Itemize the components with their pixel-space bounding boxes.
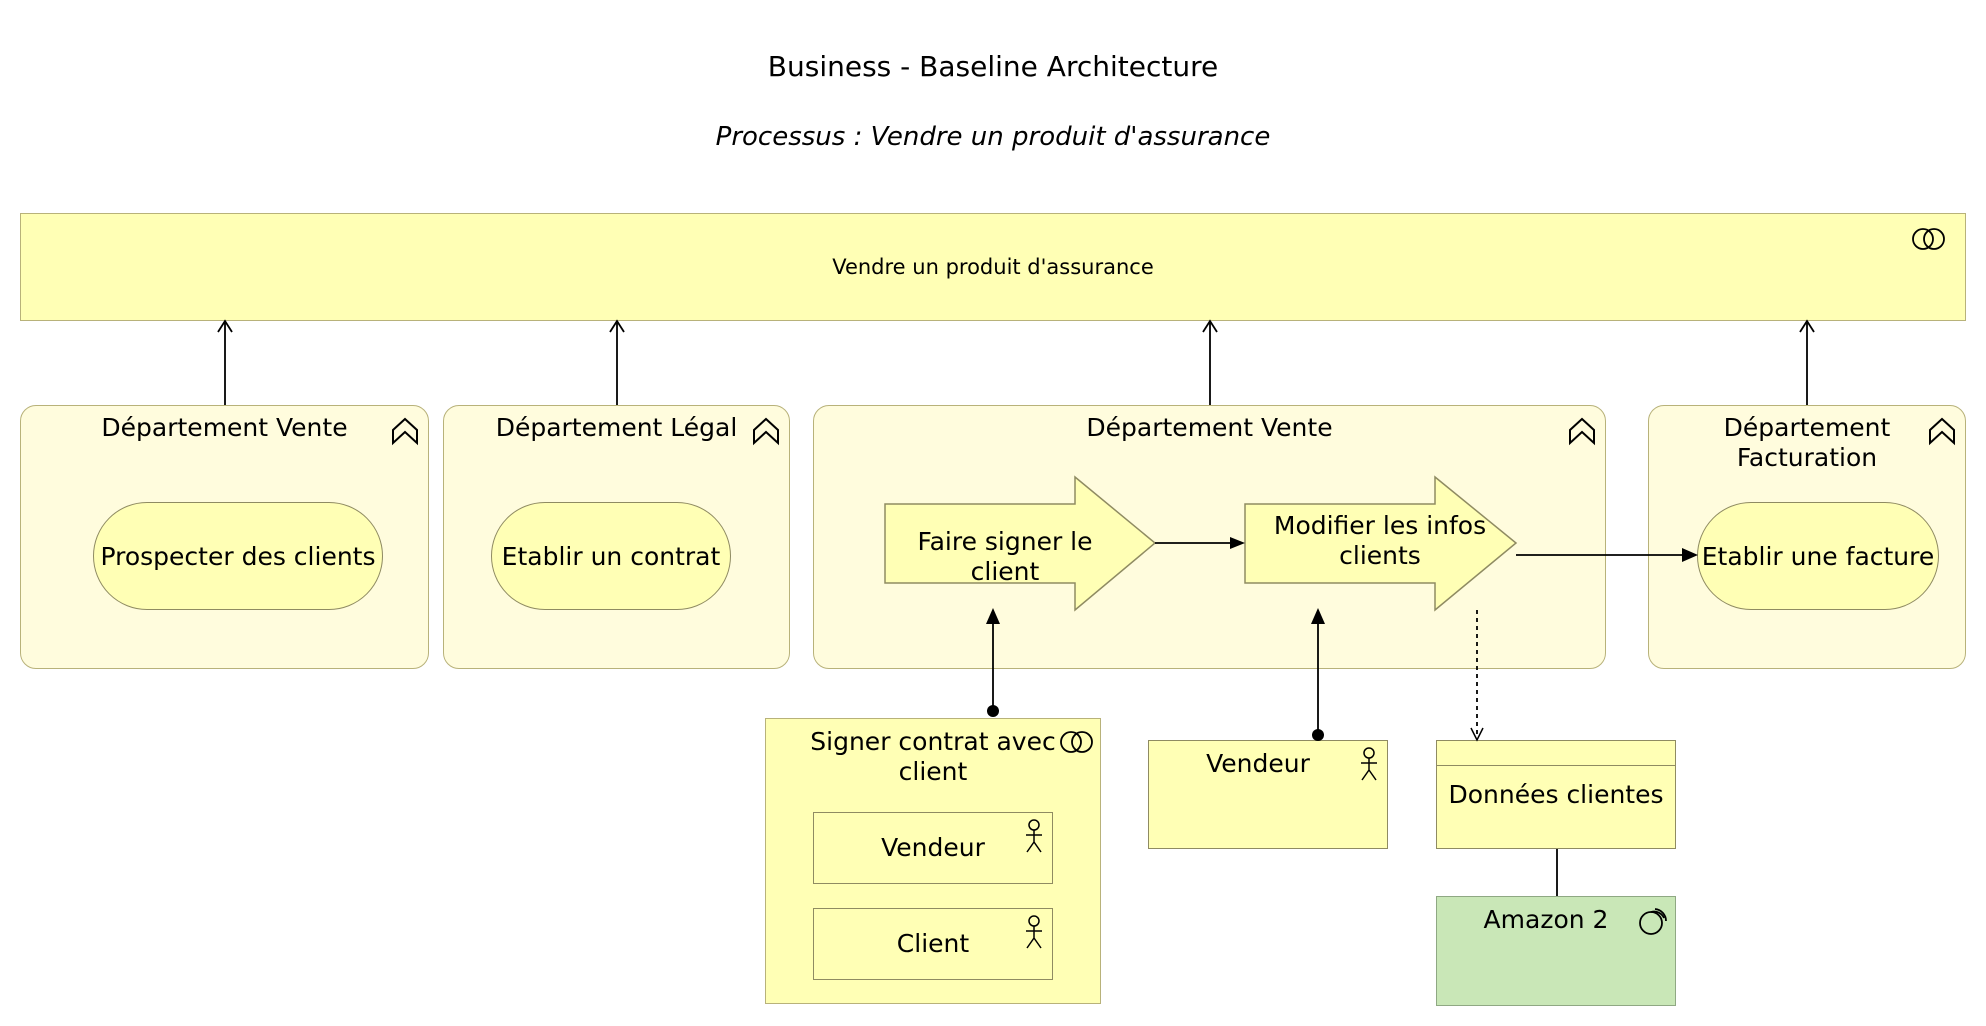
actor-label: Client	[896, 929, 970, 958]
tech-service-label: Amazon 2	[1483, 905, 1609, 934]
process-modifier-infos-shape	[1244, 475, 1518, 612]
department-vente-1[interactable]: Département Vente Prospecter des clients	[20, 405, 429, 669]
department-facturation[interactable]: Département Facturation Etablir une fact…	[1648, 405, 1966, 669]
department-label: Département Facturation	[1723, 413, 1891, 472]
function-prospecter[interactable]: Prospecter des clients	[93, 502, 383, 610]
connector-assignment-2	[1311, 608, 1325, 741]
process-faire-signer[interactable]: Faire signer le client	[885, 525, 1125, 586]
connector-dept3-to-top	[1202, 319, 1218, 405]
collaboration-signer-contrat[interactable]: Signer contrat avec client Vendeur Clien…	[765, 718, 1101, 1004]
role-icon	[1929, 417, 1955, 446]
connector-dept2-to-top	[609, 319, 625, 405]
process-faire-signer-shape	[884, 475, 1157, 612]
tech-service-amazon[interactable]: Amazon 2	[1436, 896, 1676, 1006]
connector-triggering-2	[1516, 548, 1698, 562]
department-label: Département Vente	[1086, 413, 1333, 442]
actor-label: Vendeur	[881, 833, 985, 862]
department-legal[interactable]: Département Légal Etablir un contrat	[443, 405, 790, 669]
data-object-divider	[1437, 765, 1675, 766]
collaboration-label: Signer contrat avec client	[810, 727, 1056, 786]
collaboration-icon	[1060, 731, 1093, 753]
connector-dept1-to-top	[217, 319, 233, 405]
actor-label: Vendeur	[1206, 749, 1310, 778]
connector-triggering-1	[1155, 537, 1245, 549]
connector-dept4-to-top	[1799, 319, 1815, 405]
actor-icon	[1026, 819, 1042, 853]
function-etablir-facture[interactable]: Etablir une facture	[1697, 502, 1939, 610]
top-collaboration-label: Vendre un produit d'assurance	[832, 255, 1154, 279]
actor-vendeur[interactable]: Vendeur	[1148, 740, 1388, 849]
diagram-title: Business - Baseline Architecture	[767, 50, 1219, 83]
process-label: Modifier les infos clients	[1273, 511, 1487, 570]
process-modifier-infos[interactable]: Modifier les infos clients	[1265, 511, 1495, 575]
department-label: Département Légal	[495, 413, 738, 442]
diagram-subtitle: Processus : Vendre un produit d'assuranc…	[715, 122, 1271, 152]
top-collaboration-box[interactable]: Vendre un produit d'assurance	[20, 213, 1966, 321]
data-object-label: Données clientes	[1448, 780, 1664, 809]
connector-assignment-1	[986, 608, 1000, 717]
role-icon	[392, 417, 418, 446]
data-object-donnees-clientes[interactable]: Données clientes	[1436, 740, 1676, 849]
actor-vendeur-inner[interactable]: Vendeur	[813, 812, 1053, 884]
actor-icon	[1026, 915, 1042, 949]
service-icon	[1639, 908, 1667, 935]
department-label: Département Vente	[101, 413, 348, 442]
connector-access	[1470, 610, 1484, 742]
role-icon	[1569, 417, 1595, 446]
function-etablir-contrat[interactable]: Etablir un contrat	[491, 502, 731, 610]
actor-icon	[1361, 747, 1377, 781]
collaboration-icon	[1912, 228, 1945, 250]
role-icon	[753, 417, 779, 446]
process-label: Faire signer le client	[917, 527, 1093, 586]
actor-client-inner[interactable]: Client	[813, 908, 1053, 980]
